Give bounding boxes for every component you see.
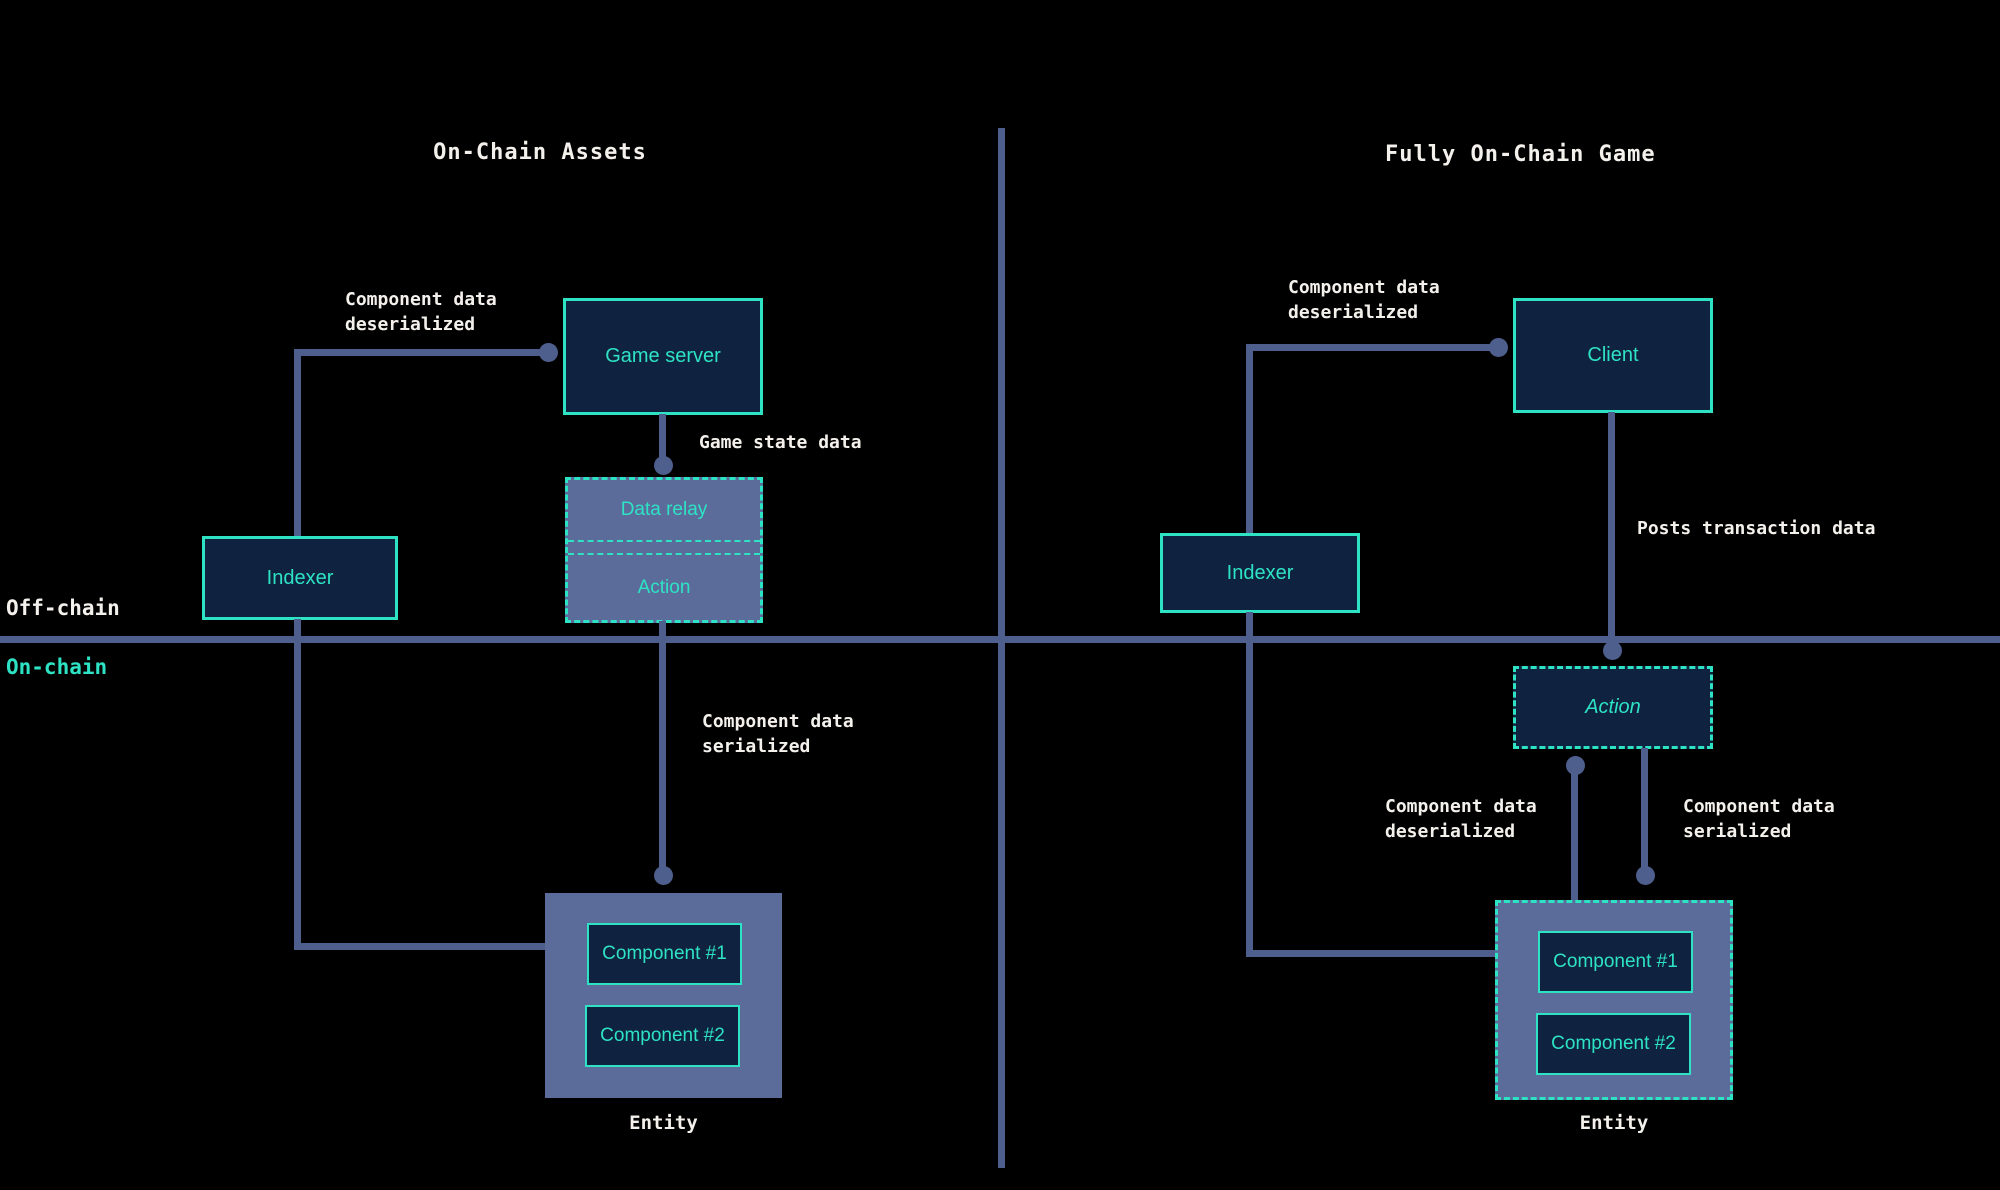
right-action-connector-dot	[1603, 641, 1622, 660]
left-data-relay-cell: Data relay	[568, 480, 760, 542]
left-game-state-label: Game state data	[699, 432, 862, 453]
left-action-cell: Action	[568, 555, 760, 620]
left-indexer-to-entity-line-horizontal	[294, 943, 547, 950]
right-client-node: Client	[1513, 298, 1713, 413]
right-component-1-node: Component #1	[1538, 931, 1693, 993]
right-action-to-entity-line	[1641, 748, 1648, 870]
right-client-to-action-line	[1608, 412, 1615, 646]
right-client-connector-dot	[1489, 338, 1508, 357]
right-action-bottom-connector-dot	[1566, 756, 1585, 775]
right-indexer-to-client-line-vertical	[1246, 344, 1253, 536]
left-indexer-label: Indexer	[266, 566, 334, 589]
right-action-label: Action	[1585, 696, 1641, 718]
left-entity-connector-dot	[654, 866, 673, 885]
left-indexer-to-entity-line-vertical	[294, 619, 301, 950]
left-indexer-to-gameserver-line-vertical	[294, 349, 301, 540]
right-panel-title: Fully On-Chain Game	[1385, 142, 1656, 167]
right-indexer-to-client-line-horizontal	[1246, 344, 1498, 351]
left-gameserver-to-relay-line	[659, 414, 666, 462]
right-entity-caption: Entity	[1579, 1112, 1649, 1134]
left-data-relay-action-node: Data relay Action	[565, 477, 763, 623]
center-divider-line	[998, 128, 1005, 1168]
left-deserialized-label: Component data deserialized	[345, 289, 497, 336]
left-panel-title: On-Chain Assets	[433, 140, 647, 165]
right-indexer-label: Indexer	[1226, 561, 1294, 584]
left-relay-connector-dot	[654, 456, 673, 475]
left-gameserver-connector-dot	[539, 343, 558, 362]
left-entity-node: Component #1 Component #2	[545, 893, 782, 1098]
left-relay-divider	[568, 542, 760, 555]
left-indexer-to-gameserver-line-horizontal	[294, 349, 544, 356]
right-posts-transaction-label: Posts transaction data	[1637, 518, 1876, 539]
right-component-2-label: Component #2	[1551, 1033, 1676, 1054]
left-action-to-entity-line	[659, 621, 666, 871]
right-component-1-label: Component #1	[1553, 951, 1678, 972]
left-serialized-label: Component data serialized	[702, 711, 854, 758]
left-indexer-node: Indexer	[202, 536, 398, 620]
left-component-2-node: Component #2	[585, 1005, 740, 1067]
left-entity-caption: Entity	[629, 1112, 698, 1134]
right-indexer-node: Indexer	[1160, 533, 1360, 613]
right-entity-node: Component #1 Component #2	[1495, 900, 1733, 1100]
right-entity-connector-dot	[1636, 866, 1655, 885]
right-indexer-to-entity-line-horizontal	[1246, 950, 1495, 957]
right-indexer-to-entity-line-vertical	[1246, 612, 1253, 957]
right-serialized-bottom-label: Component data serialized	[1683, 796, 1835, 843]
left-component-2-label: Component #2	[600, 1025, 725, 1046]
right-deserialized-bottom-label: Component data deserialized	[1385, 796, 1537, 843]
right-entity-to-action-line	[1571, 772, 1578, 900]
left-component-1-node: Component #1	[587, 923, 742, 985]
left-game-server-node: Game server	[563, 298, 763, 415]
off-chain-label: Off-chain	[6, 596, 120, 620]
chain-divider-line	[0, 636, 2000, 643]
on-chain-label: On-chain	[6, 655, 108, 679]
left-action-label: Action	[637, 576, 691, 598]
right-component-2-node: Component #2	[1536, 1013, 1691, 1075]
left-component-1-label: Component #1	[602, 943, 727, 964]
left-game-server-label: Game server	[605, 345, 721, 367]
right-action-node: Action	[1513, 666, 1713, 749]
right-client-label: Client	[1587, 344, 1639, 366]
right-deserialized-top-label: Component data deserialized	[1288, 277, 1440, 324]
left-data-relay-label: Data relay	[620, 499, 708, 520]
